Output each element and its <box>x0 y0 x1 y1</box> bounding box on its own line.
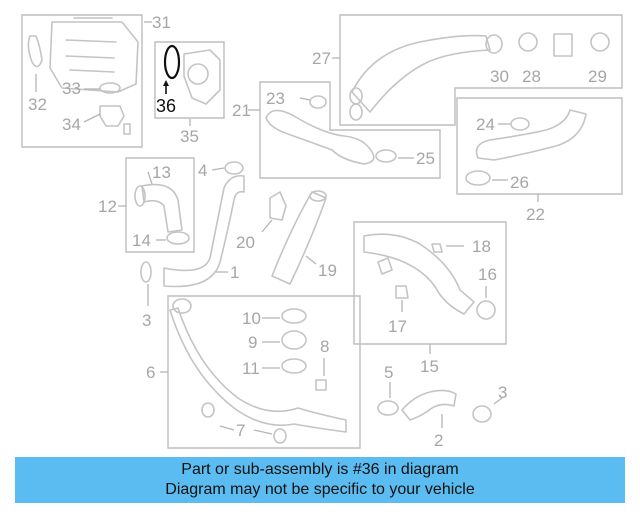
group-21-23-25: 21 23 25 <box>232 81 441 179</box>
callout-14: 14 <box>132 231 151 250</box>
callout-12: 12 <box>98 197 117 216</box>
callout-30: 30 <box>490 67 509 86</box>
callout-10: 10 <box>242 309 261 328</box>
info-caption-banner: Part or sub-assembly is #36 in diagram D… <box>15 457 625 503</box>
seal-16-shape <box>476 300 496 320</box>
group-1-3-4: 4 1 3 <box>140 161 245 330</box>
callout-27: 27 <box>312 49 331 68</box>
callout-31: 31 <box>152 13 171 32</box>
callout-15: 15 <box>420 357 439 376</box>
group-19-20: 20 19 <box>236 190 337 285</box>
clamp-14-shape <box>166 231 190 245</box>
callout-8: 8 <box>320 337 329 356</box>
callout-5: 5 <box>384 363 393 382</box>
group-6-11: 10 9 11 8 7 6 <box>146 295 361 449</box>
callout-3-left: 3 <box>142 311 151 330</box>
clamp-5-shape <box>377 400 399 416</box>
gasket-32-shape <box>27 35 43 68</box>
callout-32: 32 <box>28 95 47 114</box>
group-2-3-5: 5 2 3 <box>377 363 507 450</box>
oring-3-right-shape <box>472 405 492 423</box>
callout-35: 35 <box>180 127 199 146</box>
group-22-24-26: 24 26 22 <box>456 97 623 224</box>
clamp-23-shape <box>309 95 327 109</box>
callout-16: 16 <box>478 265 497 284</box>
oring-3-shape <box>140 261 152 283</box>
callout-33: 33 <box>62 79 81 98</box>
hose-21-shape <box>265 109 375 165</box>
callout-29: 29 <box>588 67 607 86</box>
callout-18: 18 <box>472 237 491 256</box>
hose-2-shape <box>401 389 457 421</box>
seal-36-highlighted <box>163 44 181 80</box>
clamp-30-shape <box>518 32 538 52</box>
bolt-18-shape <box>431 243 443 253</box>
oring-33-shape <box>99 82 121 94</box>
clamp-25-shape <box>375 149 397 163</box>
grommet-17-shape <box>395 285 409 299</box>
callout-21: 21 <box>232 101 251 120</box>
callout-7: 7 <box>236 421 245 440</box>
bolt-8-shape <box>315 379 327 391</box>
callout-4: 4 <box>198 161 207 180</box>
callout-19: 19 <box>318 261 337 280</box>
hose-9-shape <box>281 330 307 350</box>
arrow-to-seal-36 <box>163 80 169 86</box>
parts-diagram: 31 32 33 34 36 35 21 23 25 <box>21 13 623 450</box>
hose-22-shape <box>475 109 587 161</box>
clamp-29-shape <box>590 32 610 52</box>
group-27-30: 27 30 28 29 <box>312 14 623 126</box>
clamp-24-shape <box>510 117 530 131</box>
callout-20: 20 <box>236 233 255 252</box>
hose-28-shape <box>553 33 573 57</box>
callout-22: 22 <box>526 205 545 224</box>
callout-36: 36 <box>156 96 176 116</box>
callout-2: 2 <box>434 431 443 450</box>
callout-34: 34 <box>62 115 81 134</box>
flange-34-shape <box>99 105 125 127</box>
callout-25: 25 <box>416 149 435 168</box>
callout-6: 6 <box>146 363 155 382</box>
pipe-6-shape <box>169 307 347 433</box>
group-12-14: 13 14 12 <box>98 157 195 253</box>
bracket-20-shape <box>269 191 287 221</box>
hose-12-shape <box>141 183 183 233</box>
intake-pipe-27-shape <box>351 34 491 113</box>
clamp-26-shape <box>465 170 491 186</box>
intake-manifold-31-shape <box>49 21 139 93</box>
caption-line-1: Part or sub-assembly is #36 in diagram <box>181 461 459 478</box>
callout-28: 28 <box>522 67 541 86</box>
callout-3-right: 3 <box>498 383 507 402</box>
callout-26: 26 <box>510 173 529 192</box>
callout-23: 23 <box>266 89 285 108</box>
callout-9: 9 <box>248 333 257 352</box>
callout-1: 1 <box>230 263 239 282</box>
clamp-10-shape <box>281 308 307 324</box>
clamp-11-shape <box>281 358 307 374</box>
callout-13: 13 <box>152 163 171 182</box>
hose-1-shape <box>163 174 245 288</box>
group-15-18: 18 16 17 15 <box>353 221 507 376</box>
clamp-4-shape <box>224 161 244 175</box>
group-31-34: 31 32 33 34 <box>21 13 171 148</box>
caption-line-2: Diagram may not be specific to your vehi… <box>165 481 475 498</box>
group-35-36: 36 35 <box>154 41 225 146</box>
callout-11: 11 <box>242 359 260 378</box>
throttle-body-35-shape <box>183 49 221 105</box>
callout-24: 24 <box>476 115 495 134</box>
pipe-15-shape <box>363 233 475 315</box>
callout-17: 17 <box>388 317 407 336</box>
